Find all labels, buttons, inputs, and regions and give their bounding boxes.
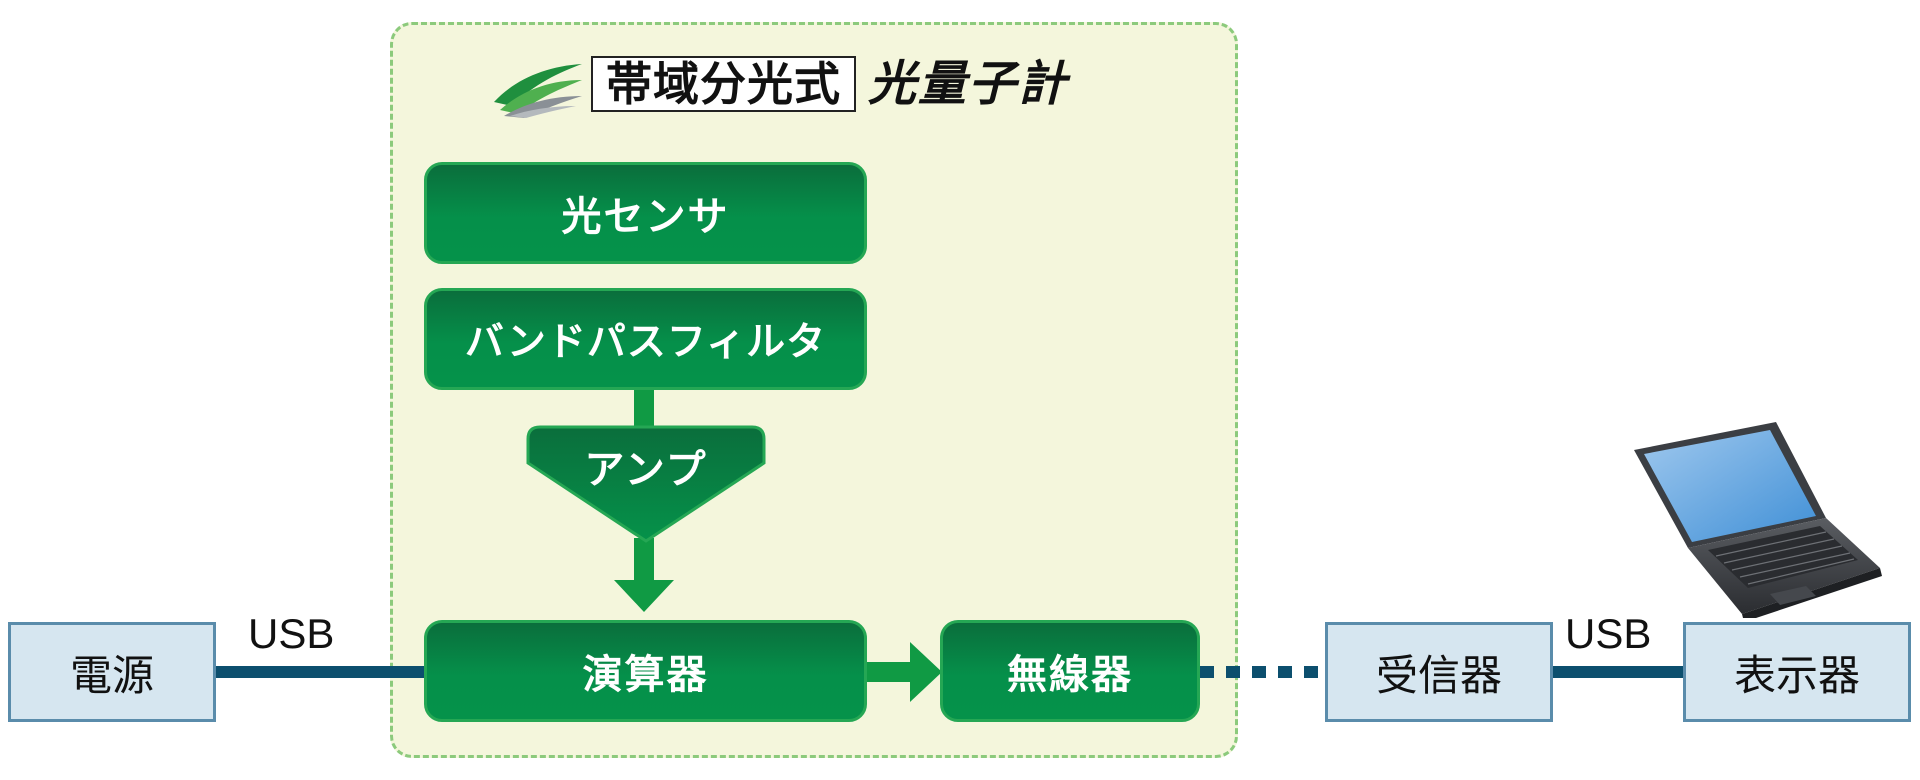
- radio-label: 無線器: [1007, 652, 1133, 698]
- connector-power-calc: [214, 666, 426, 678]
- receiver-label: 受信器: [1375, 650, 1502, 700]
- laptop-icon: [1634, 422, 1882, 618]
- connector-calc-radio: [866, 662, 912, 682]
- calculator-label: 演算器: [582, 652, 709, 698]
- bandpass-filter-label: バンドパスフィルタ: [464, 320, 827, 365]
- usb-label-power: USB: [248, 610, 335, 657]
- swoosh-logo-icon: [494, 64, 582, 118]
- product-title: 光量子計: [868, 56, 1069, 112]
- calculator-block: 演算器: [424, 620, 867, 722]
- amplifier-label: アンプ: [584, 447, 708, 493]
- connector-receiver-display: [1551, 666, 1685, 678]
- product-title-boxed: 帯域分光式: [591, 56, 856, 112]
- radio-block: 無線器: [940, 620, 1200, 722]
- power-label: 電源: [69, 650, 154, 700]
- bandpass-filter-block: バンドパスフィルタ: [424, 288, 867, 390]
- optical-sensor-block: 光センサ: [424, 162, 867, 264]
- usb-label-display: USB: [1565, 610, 1652, 657]
- connector-amp-calc: [634, 538, 654, 582]
- receiver-block: 受信器: [1325, 622, 1553, 722]
- display-block: 表示器: [1683, 622, 1911, 722]
- arrowhead-to-calc: [614, 580, 674, 612]
- arrowhead-to-radio: [910, 642, 942, 702]
- optical-sensor-label: 光センサ: [561, 194, 730, 240]
- connector-filter-amp: [634, 388, 654, 430]
- display-label: 表示器: [1733, 650, 1860, 700]
- power-block: 電源: [8, 622, 216, 722]
- amplifier-block: [526, 425, 766, 543]
